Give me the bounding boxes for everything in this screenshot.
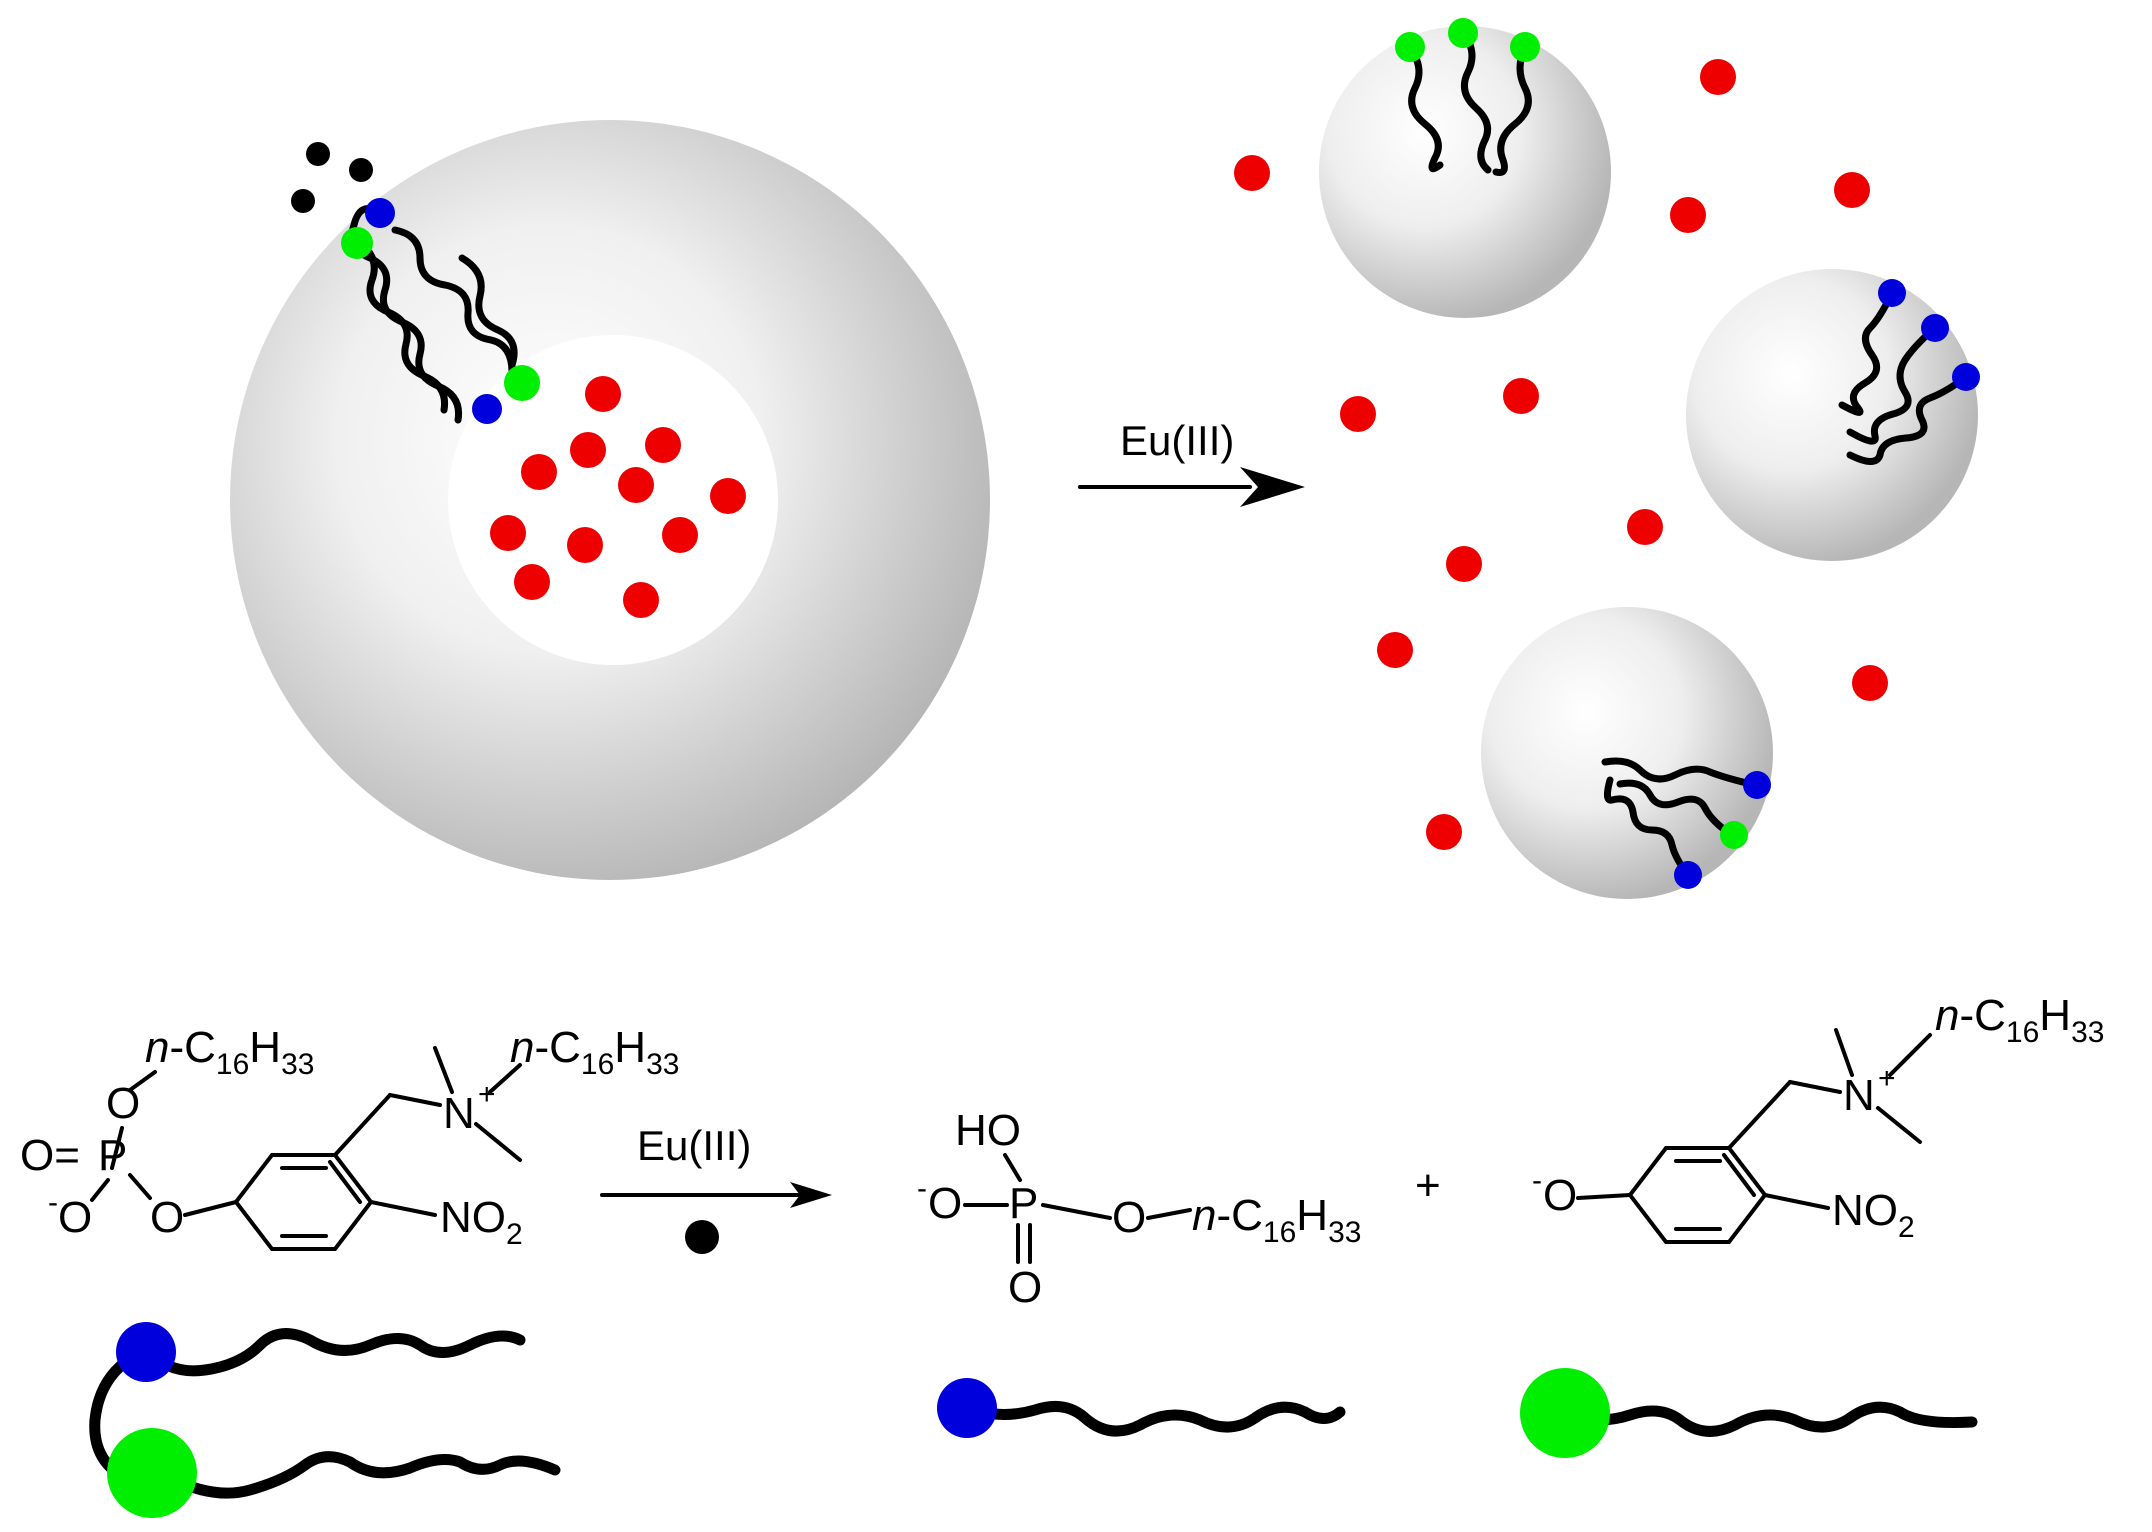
scheme-arrow: Eu(III) [1078,417,1305,507]
cargo-dot [662,517,698,553]
cargo-dot [1670,197,1706,233]
reactant-o-double: O= [20,1131,80,1180]
product-phosphate-o-ester: O [1112,1193,1146,1242]
product-phosphate-o-minus-charge: - [917,1172,927,1205]
cargo-dot [1446,546,1482,582]
encapsulated-cargo [490,376,746,618]
product-phenolate-n-charge: + [1878,1062,1896,1095]
membrane-amphiphiles [341,198,540,424]
ammonium-headgroup [1448,18,1478,48]
product-phenolate-o-minus: O [1543,1171,1577,1220]
plus-sign: + [1415,1161,1441,1210]
product-phenolate-n: N [1843,1071,1875,1120]
ammonium-headgroup [1720,821,1748,849]
reactant-o-minus-charge: - [48,1186,58,1219]
phosphate-headgroup [365,198,395,228]
reactant-cartoon [89,1322,561,1518]
cargo-dot [1852,665,1888,701]
cargo-dot [1234,155,1270,191]
product-phosphate-o-double: O [1008,1263,1042,1312]
product-phosphate-cartoon [937,1378,1346,1438]
ammonium-headgroup [1510,32,1540,62]
product-phosphate-p: P [1009,1179,1038,1228]
product-phenolate-o-minus-charge: - [1532,1164,1542,1197]
reactant-n-charge: + [478,1078,496,1111]
cargo-dot [1377,632,1413,668]
small-vesicle-top [1319,18,1611,318]
cargo-dot [1340,396,1376,432]
ammonium-headgroup [107,1428,197,1518]
cargo-dot [1627,509,1663,545]
product-phenolate-alkyl: n-C16H33 [1935,991,2104,1049]
reactant-p: P [98,1131,127,1180]
reactant-nitro: NO2 [440,1193,523,1251]
eu-ion-dot [685,1220,719,1254]
cargo-dot [623,582,659,618]
product-phosphate-alkyl: n-C16H33 [1192,1191,1361,1249]
reactant-o-aryl: O [150,1193,184,1242]
product-phenolate-structure: - O N + n-C16H33 NO2 [1532,991,2104,1244]
cargo-dot [1700,59,1736,95]
product-phosphate-o-minus: O [928,1179,962,1228]
cargo-dot [585,376,621,412]
product-phenolate-cartoon [1520,1368,1978,1458]
cargo-dot [1503,378,1539,414]
cargo-dot [570,432,606,468]
ammonium-headgroup [1520,1368,1610,1458]
reactant-alkyl-1: n-C16H33 [145,1023,314,1081]
cargo-dot [618,467,654,503]
small-vesicle-right [1686,269,1980,561]
product-phosphate-structure: HO - O P O n-C16H33 O [917,1106,1361,1312]
product-phenolate-nitro: NO2 [1832,1186,1915,1244]
eu-ions [291,142,373,213]
small-vesicle-membrane [1686,269,1978,561]
phosphate-headgroup [1878,279,1906,307]
small-vesicle-membrane [1319,26,1611,318]
reaction-arrow-label: Eu(III) [637,1122,751,1169]
cargo-dot [490,515,526,551]
reactant-n: N [443,1089,475,1138]
scheme-arrow-label: Eu(III) [1120,417,1234,464]
phosphate-headgroup [1921,314,1949,342]
small-vesicle-bottom [1481,607,1773,899]
ammonium-headgroup [1395,32,1425,62]
product-phosphate-ho: HO [955,1106,1021,1155]
reactant-o-minus: O [58,1193,92,1242]
cargo-dot [1426,814,1462,850]
phosphate-headgroup [1952,363,1980,391]
reaction-arrow: Eu(III) [600,1122,832,1254]
eu-ion-dot [306,142,330,166]
reactant-structure: n-C16H33 O O= P - O O N + n-C16H33 NO2 [20,1023,679,1251]
cargo-dot [645,427,681,463]
cargo-dot [514,564,550,600]
phosphate-headgroup [472,394,502,424]
cargo-dot [521,454,557,490]
cargo-dot [1834,172,1870,208]
eu-ion-dot [291,189,315,213]
ammonium-headgroup [504,365,540,401]
cargo-dot [710,478,746,514]
phosphate-headgroup [1674,861,1702,889]
large-vesicle [230,120,990,880]
phosphate-headgroup [937,1378,997,1438]
cargo-dot [567,527,603,563]
small-vesicle-membrane [1481,607,1773,899]
released-cargo [1234,59,1888,850]
eu-ion-dot [349,158,373,182]
ammonium-headgroup [341,227,373,259]
reactant-o-ester: O [106,1079,140,1128]
reactant-alkyl-2: n-C16H33 [510,1023,679,1081]
phosphate-headgroup [1743,771,1771,799]
phosphate-headgroup [116,1322,176,1382]
